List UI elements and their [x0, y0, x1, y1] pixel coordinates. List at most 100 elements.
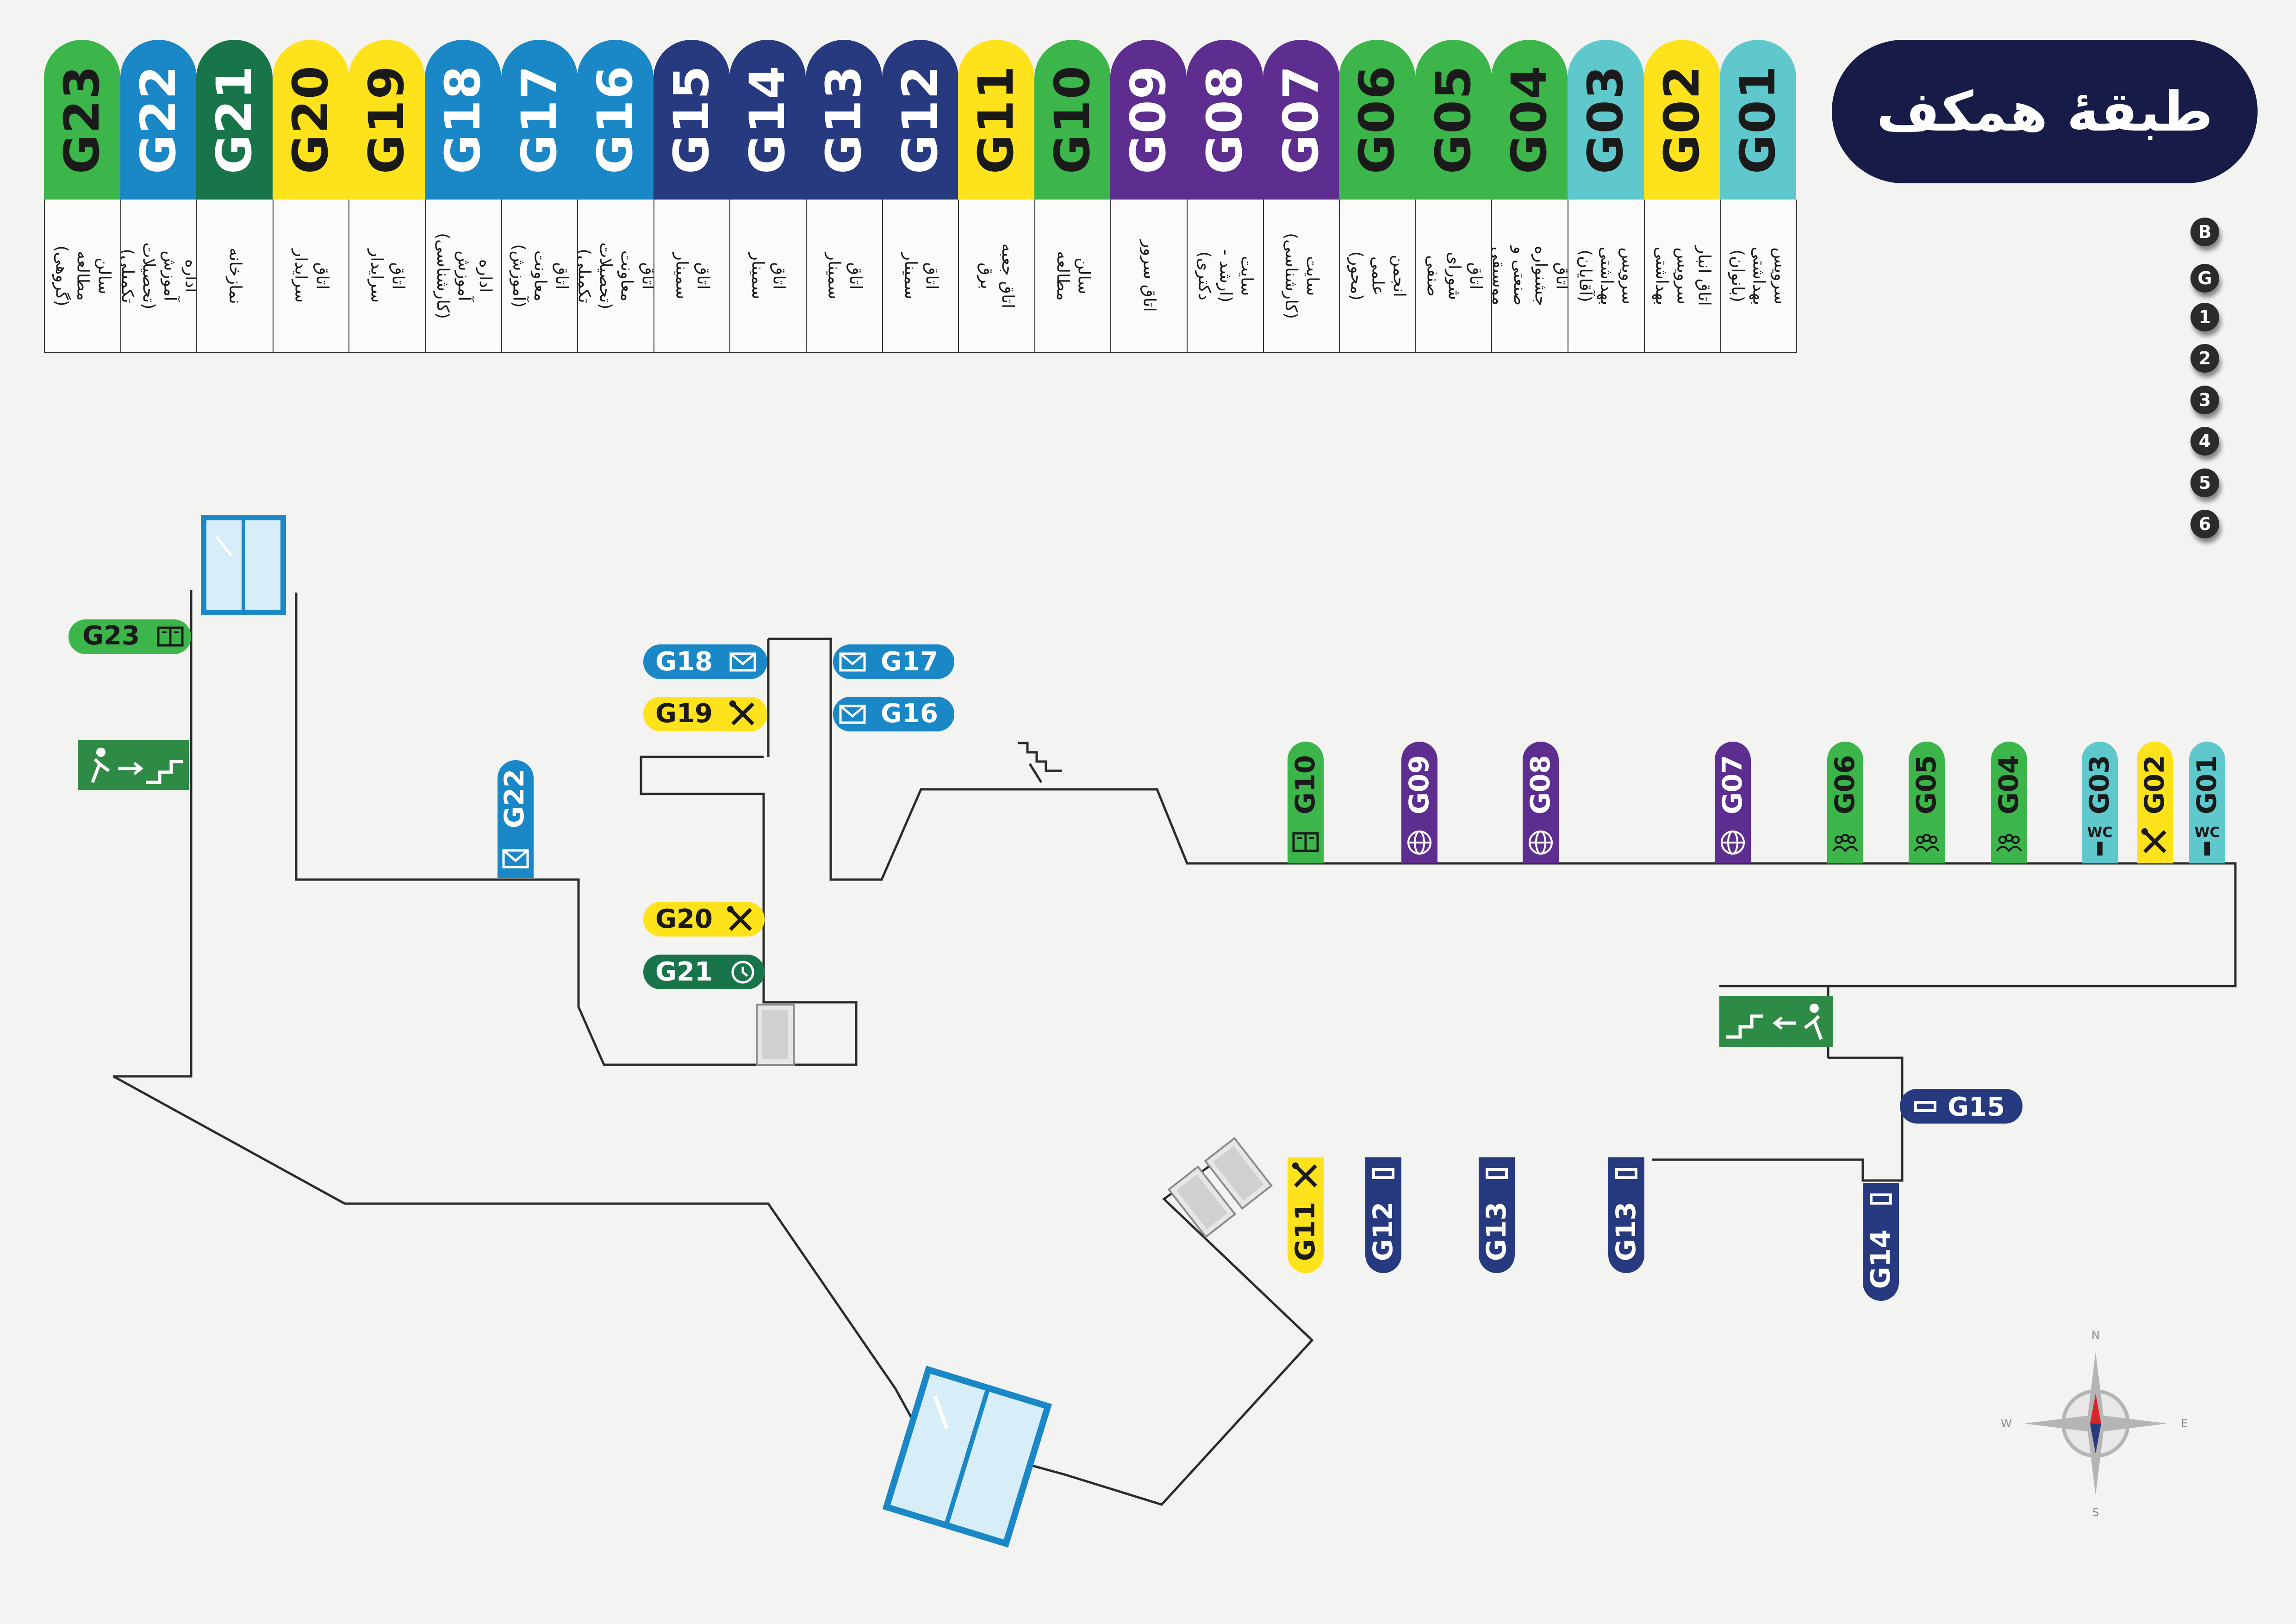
svg-text:G16: G16: [881, 699, 938, 729]
map-label-g16[interactable]: G16: [833, 697, 954, 731]
svg-text:G09: G09: [1403, 755, 1435, 814]
screen-icon: [1870, 1193, 1892, 1205]
legend-tab: G20: [272, 40, 349, 200]
floor-button-1[interactable]: 1: [2190, 303, 2219, 331]
map-label-g12[interactable]: G12: [1365, 1157, 1401, 1273]
svg-text:G05: G05: [1910, 755, 1942, 814]
legend-tab: G10: [1034, 40, 1111, 200]
svg-text:G02: G02: [2139, 755, 2170, 814]
map-label-g09[interactable]: G09: [1401, 742, 1437, 863]
legend-tab: G02: [1643, 40, 1720, 200]
map-label-g01[interactable]: G01 WC: [2189, 742, 2225, 863]
screen-icon: [1486, 1168, 1508, 1179]
svg-text:G13: G13: [1610, 1202, 1642, 1261]
map-label-g07[interactable]: G07: [1715, 742, 1751, 863]
map-label-g10[interactable]: G10: [1288, 742, 1324, 863]
person-icon: [2204, 842, 2210, 856]
legend-tab: G17: [501, 40, 578, 200]
door-pair-south: [1168, 1137, 1273, 1238]
legend-description-cell: اتاق سرایدار: [272, 200, 350, 353]
walls: [112, 590, 2237, 1506]
legend-description-cell: سایت (ارشد - دکتری): [1187, 200, 1264, 353]
svg-text:G03: G03: [2084, 755, 2115, 814]
floor-button-6[interactable]: 6: [2190, 510, 2219, 538]
legend-description-cell: اتاق سرور: [1110, 200, 1188, 353]
floor-button-3[interactable]: 3: [2190, 386, 2219, 414]
legend-description-cell: سرویس بهداشتی (آقایان): [1568, 200, 1645, 353]
svg-text:G17: G17: [881, 647, 938, 677]
wall-left-hall: [295, 593, 532, 881]
map-label-g18[interactable]: G18: [643, 644, 767, 679]
floor-title: طبقهٔ همکف: [1832, 40, 2258, 183]
floor-button-b[interactable]: B: [2190, 218, 2219, 246]
floor-button-4[interactable]: 4: [2190, 427, 2219, 456]
map-label-g13-a[interactable]: G13: [1479, 1157, 1515, 1273]
svg-text:G18: G18: [655, 647, 713, 677]
wall-north-corridor: [768, 637, 2237, 987]
map-label-g11[interactable]: G11: [1288, 1157, 1324, 1273]
stairs-icon: [1018, 742, 1062, 783]
svg-text:G20: G20: [655, 904, 713, 934]
legend-tab: G14: [729, 40, 806, 200]
compass-south: S: [2092, 1506, 2099, 1519]
map-label-g19[interactable]: G19: [643, 697, 767, 731]
compass-icon: N E S W: [2001, 1329, 2188, 1519]
map-label-g08[interactable]: G08: [1523, 742, 1559, 863]
map-label-g06[interactable]: G06: [1827, 742, 1863, 863]
map-label-g02[interactable]: G02: [2137, 742, 2173, 863]
svg-text:G07: G07: [1717, 755, 1748, 814]
floor-button-2[interactable]: 2: [2190, 344, 2219, 373]
wall-south: [112, 590, 1314, 1506]
svg-text:G10: G10: [1289, 755, 1321, 814]
legend-description-cell: اتاق جعبه برق: [958, 200, 1036, 353]
legend-tab: G07: [1263, 40, 1339, 200]
map-label-g04[interactable]: G04: [1991, 742, 2027, 863]
legend-description-cell: اتاق سمینار: [882, 200, 959, 353]
map-label-g17[interactable]: G17: [833, 644, 954, 679]
legend-tab: G11: [958, 40, 1035, 200]
map-label-g23[interactable]: G23: [68, 619, 191, 654]
map-label-g13-b[interactable]: G13: [1608, 1157, 1644, 1273]
screen-icon: [1615, 1168, 1637, 1179]
screen-icon: [1914, 1101, 1936, 1112]
map-label-g05[interactable]: G05: [1909, 742, 1945, 863]
map-label-g03[interactable]: G03 WC: [2082, 742, 2118, 863]
legend-description-cell: سالن مطالعه (گروهی): [44, 200, 121, 353]
floor-button-5[interactable]: 5: [2190, 468, 2219, 497]
glass-door-north: [201, 515, 286, 615]
compass-west: W: [2001, 1417, 2012, 1430]
map-label-g22[interactable]: G22: [498, 760, 534, 878]
floor-button-g[interactable]: G: [2190, 264, 2219, 293]
map-label-g21[interactable]: G21: [643, 955, 765, 989]
map-label-g15[interactable]: G15: [1900, 1089, 2022, 1124]
legend-description-cell: سایت (کارشناسی): [1263, 200, 1340, 353]
map-label-g14[interactable]: G14: [1863, 1183, 1899, 1301]
svg-text:G15: G15: [1948, 1092, 2005, 1122]
svg-text:G12: G12: [1367, 1202, 1399, 1261]
map-label-g20[interactable]: G20: [643, 902, 765, 937]
